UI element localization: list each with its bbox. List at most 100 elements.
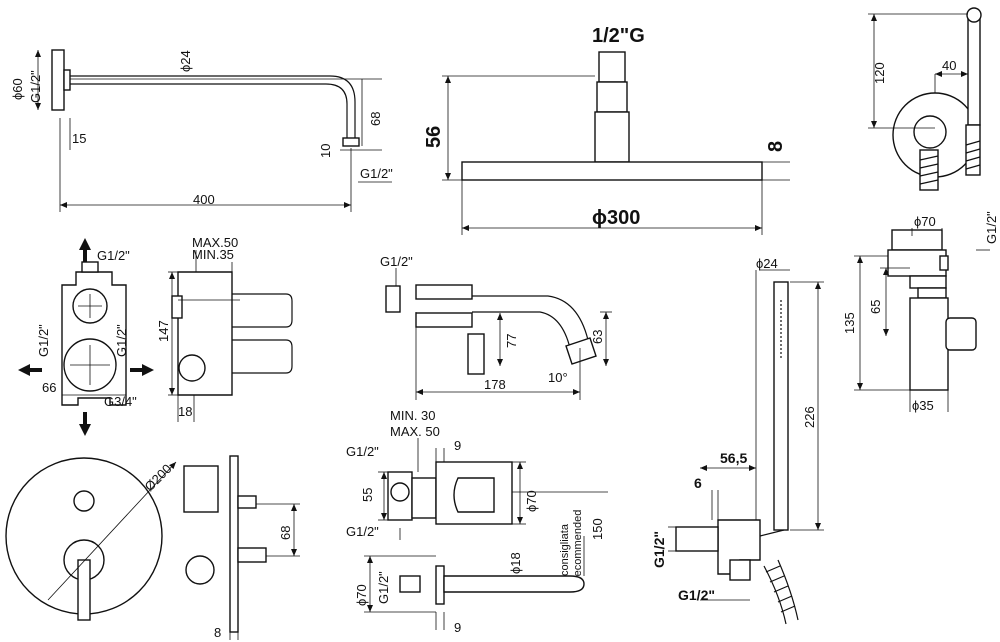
- label-min35: MIN.35: [192, 247, 234, 262]
- spout-tube-top: [472, 295, 589, 341]
- hand-shower-body: [967, 14, 981, 126]
- label-150: 150: [590, 518, 605, 540]
- valve-side-port: [945, 317, 977, 351]
- valve-sleeve: [411, 477, 437, 519]
- spout-rosette-top: [415, 284, 473, 300]
- valve-body-port: [390, 482, 410, 502]
- spout2-fitting: [399, 575, 421, 593]
- arm-tube-inner: [70, 83, 348, 140]
- concealed-body-side-view: MAX.50 MIN.35 147 18: [156, 235, 293, 422]
- label-147: 147: [156, 320, 171, 342]
- label-g12-top: G1/2": [97, 248, 130, 263]
- label-77: 77: [504, 334, 519, 348]
- valve-body: [909, 297, 949, 391]
- top-inlet: [81, 261, 99, 273]
- label-g12-valve: G1/2": [984, 211, 999, 244]
- label-g12-outlet: G1/2": [360, 166, 393, 181]
- label-55: 55: [360, 488, 375, 502]
- label-56: 56: [423, 126, 445, 148]
- hand-shower-handle: [773, 281, 789, 531]
- label-d300: ϕ300: [592, 207, 640, 229]
- arm-outlet: [342, 137, 360, 147]
- label-d70-valve: ϕ70: [914, 214, 936, 229]
- label-135: 135: [842, 312, 857, 334]
- hand-shower-set-view: ϕ24 226 56,5 6 G1/2" G1/2": [651, 256, 824, 625]
- trim-side-knob: [237, 495, 257, 509]
- label-d70-j: ϕ70: [524, 490, 539, 512]
- round-trim-plate-view: Ø200 68 8: [5, 455, 300, 640]
- arm-tube-outer: [70, 75, 356, 140]
- label-18: 18: [178, 404, 192, 419]
- label-g12-wall: G1/2": [28, 70, 43, 103]
- holder-outlet: [919, 149, 939, 191]
- valve-neck: [917, 287, 947, 299]
- label-15: 15: [72, 131, 86, 146]
- label-226: 226: [802, 406, 817, 428]
- label-d70-k: ϕ70: [354, 584, 369, 606]
- wall-spout-view: G1/2" 77 63 10° 178: [380, 254, 612, 400]
- head-plate: [461, 161, 763, 181]
- label-g12-k: G1/2": [376, 571, 391, 604]
- label-g12-right: G1/2": [114, 324, 129, 357]
- wall-spout-side-view: ϕ70 G1/2" ϕ18 9: [354, 536, 585, 635]
- label-63: 63: [590, 330, 605, 344]
- arrow-down: [79, 412, 91, 436]
- hose-left: [763, 565, 787, 625]
- concealed-body-front-view: G1/2" G1/2" G1/2" 66 G3/4": [18, 238, 154, 436]
- hand-shower-holder-view: 120 40: [868, 7, 982, 191]
- label-d18: ϕ18: [508, 552, 523, 574]
- valve-handle-top: [453, 477, 495, 513]
- label-d24-handle: ϕ24: [756, 256, 778, 271]
- valve-handle-stub: [939, 255, 949, 271]
- bidet-valve-view: ϕ70 G1/2" 65 135 ϕ35: [842, 211, 999, 413]
- label-half-inch-g: 1/2"G: [592, 25, 645, 47]
- valve-rosette: [887, 249, 947, 277]
- label-g12-spout: G1/2": [380, 254, 413, 269]
- arrow-right: [130, 364, 154, 376]
- label-9-k: 9: [454, 620, 461, 635]
- holder-knob: [913, 115, 947, 149]
- spout2-tube: [443, 575, 585, 593]
- hand-shower-tip: [966, 7, 982, 23]
- label-68: 68: [368, 112, 383, 126]
- label-40: 40: [942, 58, 956, 73]
- label-min30: MIN. 30: [390, 408, 436, 423]
- mixer-lever: [77, 559, 91, 621]
- trim-side-plate: [229, 455, 239, 633]
- label-d60: ϕ60: [10, 78, 25, 100]
- label-178: 178: [484, 377, 506, 392]
- label-consigliata: consigliata: [559, 523, 571, 576]
- spout-lever: [467, 333, 485, 375]
- label-10: 10: [318, 144, 333, 158]
- arm-connector: [63, 69, 71, 91]
- label-d35: ϕ35: [912, 398, 934, 413]
- wall-flange: [51, 49, 65, 111]
- hose-connector: [965, 124, 981, 176]
- body-side-port: [178, 354, 206, 382]
- label-65: 65: [868, 300, 883, 314]
- trim-side-body: [183, 465, 219, 513]
- valve-collar: [909, 275, 947, 289]
- label-g12-j-top: G1/2": [346, 444, 379, 459]
- label-d200: Ø200: [142, 461, 175, 494]
- label-56-5: 56,5: [720, 450, 747, 466]
- valve-top-cap: [891, 229, 943, 251]
- shower-arm-view: ϕ60 G1/2" ϕ24 15 10 68 G1/2" 400: [10, 49, 393, 212]
- label-8-trim: 8: [214, 625, 221, 640]
- shower-head-view: 1/2"G 56 8 ϕ300: [423, 25, 790, 235]
- label-max50-j: MAX. 50: [390, 424, 440, 439]
- label-d24: ϕ24: [178, 50, 193, 72]
- diverter-knob: [73, 490, 95, 512]
- label-g12-left: G1/2": [36, 324, 51, 357]
- label-g12-horizontal: G1/2": [678, 587, 715, 603]
- trim-side-handle: [237, 547, 267, 563]
- bracket-outlet: [729, 559, 751, 581]
- label-10deg: 10°: [548, 370, 568, 385]
- wall-valve-top-view: MIN. 30 MAX. 50 9 G1/2" 55 ϕ70 G1/2" con…: [346, 408, 608, 580]
- spout-aerator: [565, 337, 597, 365]
- label-recommended: recommended: [572, 510, 584, 580]
- arrow-left: [18, 364, 42, 376]
- label-8: 8: [765, 141, 787, 152]
